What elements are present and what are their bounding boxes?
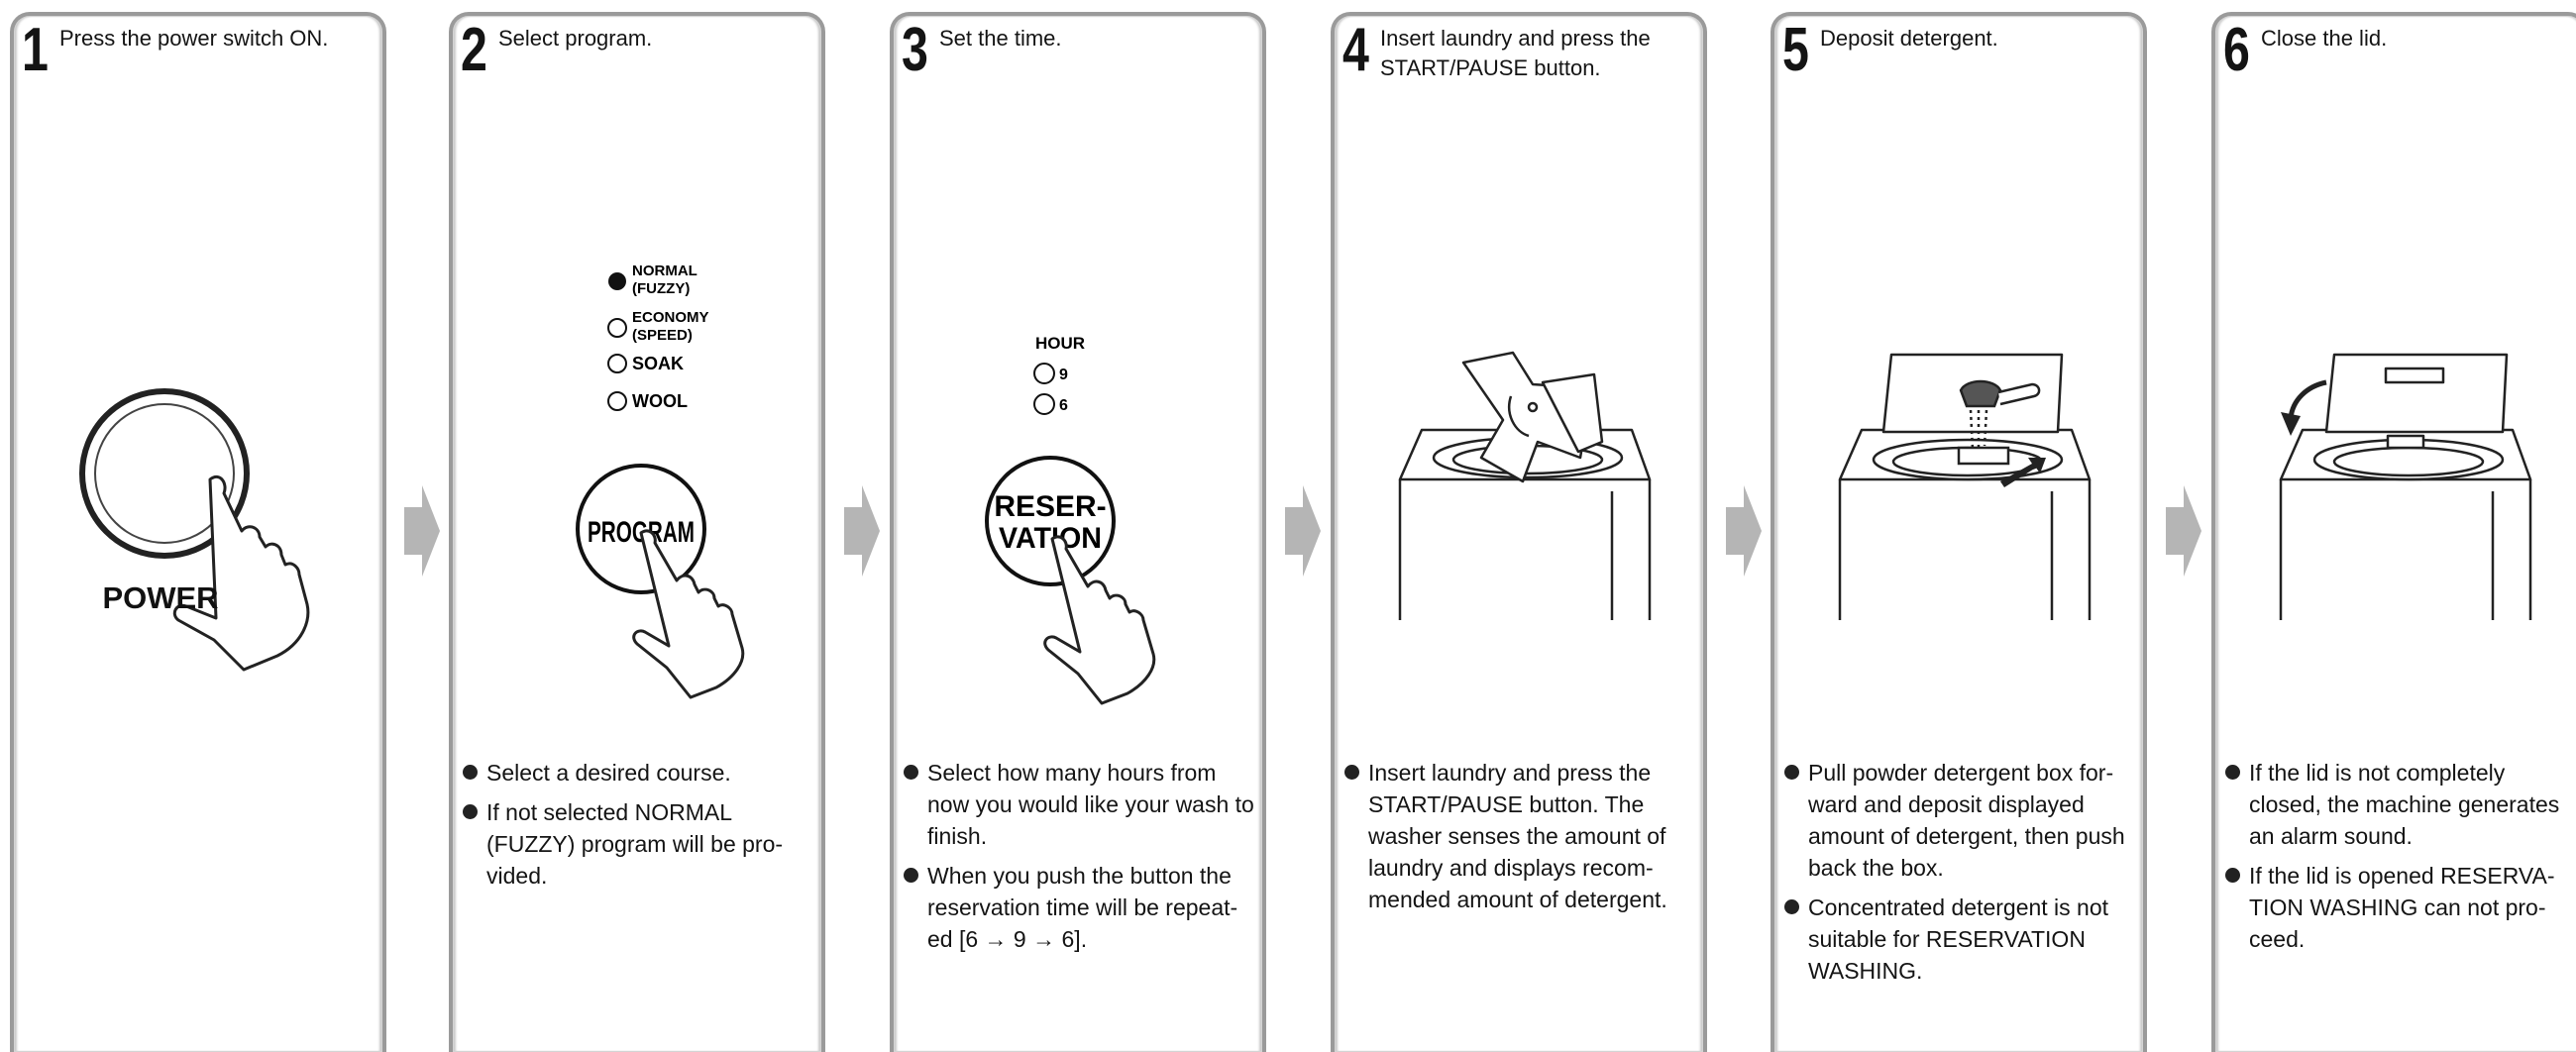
option-wool-label: WOOL <box>632 391 688 411</box>
power-label: POWER <box>102 580 218 615</box>
washing-machine-icon <box>2281 355 2530 620</box>
step-6-notes: If the lid is not completely closed, the… <box>2223 757 2576 963</box>
next-arrow-icon <box>1285 485 1321 577</box>
step-2-notes: Select a desired course. If not selected… <box>461 757 819 899</box>
note-text: If the lid is opened RESERVA-TION WASHIN… <box>2249 863 2555 952</box>
bullet-icon <box>1344 765 1359 780</box>
note-text: Pull powder detergent box for-ward and d… <box>1808 760 2125 881</box>
note-item: Select a desired course. <box>461 757 819 789</box>
note-item: When you push the button the reservation… <box>902 860 1260 955</box>
step-4-notes: Insert laundry and press the START/PAUSE… <box>1342 757 1701 923</box>
option-economy-line1: ECONOMY <box>632 309 709 326</box>
option-economy-indicator-icon <box>608 319 626 337</box>
option-economy-line2: (SPEED) <box>632 327 693 344</box>
next-arrow-icon <box>2166 485 2201 577</box>
note-text: When you push the button the reservation… <box>927 863 1237 952</box>
next-arrow-icon <box>844 485 880 577</box>
note-text: Select how many hours from now you would… <box>927 760 1254 849</box>
bullet-icon <box>904 868 918 883</box>
note-text: If the lid is not completely closed, the… <box>2249 760 2559 849</box>
hour-9-indicator-icon <box>1034 364 1054 383</box>
note-item: Pull powder detergent box for-ward and d… <box>1782 757 2141 884</box>
reservation-button-line1: RESER- <box>994 490 1106 523</box>
bullet-icon <box>2225 765 2240 780</box>
next-arrow-icon <box>404 485 440 577</box>
hour-6-label: 6 <box>1059 397 1068 414</box>
program-illustration: NORMAL (FUZZY) ECONOMY (SPEED) SOAK WOOL… <box>453 16 821 709</box>
option-soak-indicator-icon <box>608 355 626 372</box>
step-6-panel: 6 Close the lid. If the lid is not compl… <box>2211 12 2576 1052</box>
option-normal-indicator-icon <box>608 272 626 290</box>
note-text: Select a desired course. <box>486 760 731 786</box>
note-item: If the lid is not completely closed, the… <box>2223 757 2576 852</box>
next-arrow-icon <box>1726 485 1762 577</box>
close-lid-arrow-icon <box>2291 382 2326 418</box>
bullet-icon <box>463 804 478 819</box>
step-5-panel: 5 Deposit detergent. Pull powder deterge… <box>1771 12 2147 1052</box>
washer-lid-illustration <box>2215 16 2576 709</box>
note-item: Concentrated detergent is not suitable f… <box>1782 892 2141 987</box>
step-5-notes: Pull powder detergent box for-ward and d… <box>1782 757 2141 995</box>
washer-laundry-illustration <box>1335 16 1703 709</box>
bullet-icon <box>2225 868 2240 883</box>
step-3-notes: Select how many hours from now you would… <box>902 757 1260 963</box>
note-text: If not selected NORMAL (FUZZY) program w… <box>486 799 783 889</box>
step-4-panel: 4 Insert laundry and press the START/PAU… <box>1331 12 1707 1052</box>
bullet-icon <box>463 765 478 780</box>
note-item: Insert laundry and press the START/PAUSE… <box>1342 757 1701 915</box>
option-wool-indicator-icon <box>608 392 626 410</box>
hour-heading: HOUR <box>1035 334 1085 353</box>
step-3-panel: 3 Set the time. HOUR 9 6 RESER- VATION S… <box>890 12 1266 1052</box>
note-text: Insert laundry and press the START/PAUSE… <box>1368 760 1667 912</box>
bullet-icon <box>1784 765 1799 780</box>
note-text: Concentrated detergent is not suitable f… <box>1808 894 2108 984</box>
reservation-illustration: HOUR 9 6 RESER- VATION <box>894 16 1262 709</box>
note-item: Select how many hours from now you would… <box>902 757 1260 852</box>
option-normal-line1: NORMAL <box>632 263 698 279</box>
option-soak-label: SOAK <box>632 354 684 373</box>
bullet-icon <box>1784 899 1799 914</box>
hour-6-indicator-icon <box>1034 394 1054 414</box>
note-item: If not selected NORMAL (FUZZY) program w… <box>461 796 819 892</box>
option-normal-line2: (FUZZY) <box>632 280 690 297</box>
step-1-panel: 1 Press the power switch ON. POWER <box>10 12 386 1052</box>
hour-9-label: 9 <box>1059 367 1068 383</box>
step-2-panel: 2 Select program. NORMAL (FUZZY) ECONOMY… <box>449 12 825 1052</box>
note-item: If the lid is opened RESERVA-TION WASHIN… <box>2223 860 2576 955</box>
reservation-button-line2: VATION <box>999 522 1102 555</box>
power-illustration: POWER <box>14 16 382 1006</box>
washer-detergent-illustration <box>1774 16 2143 709</box>
bullet-icon <box>904 765 918 780</box>
